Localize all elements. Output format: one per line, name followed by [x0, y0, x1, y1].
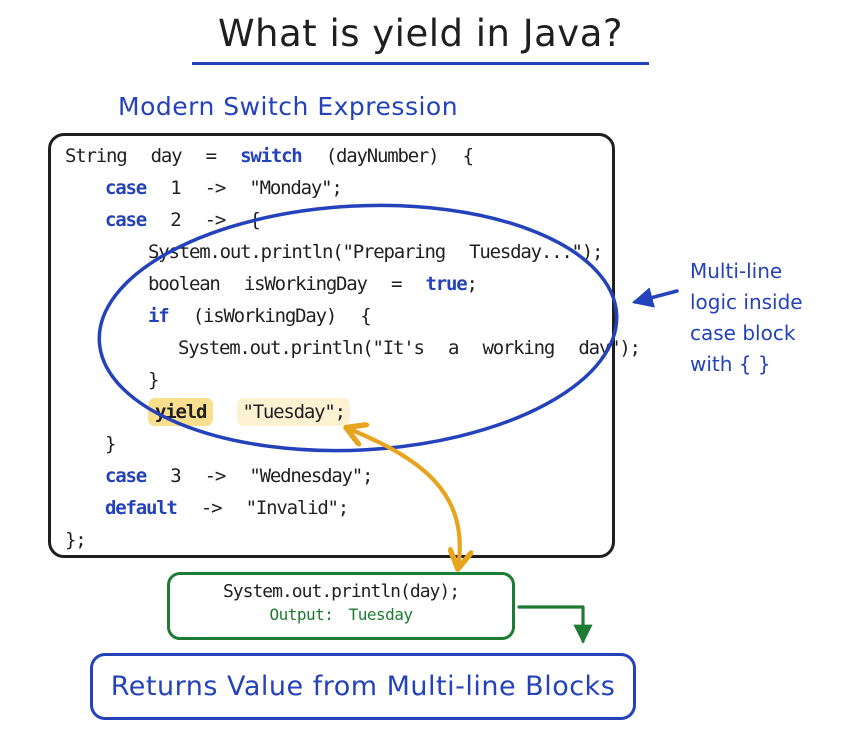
side-note-line: case block — [690, 321, 796, 345]
output-box: System.out.println(day); Output: Tuesday — [167, 572, 515, 640]
side-note-line: with { } — [690, 352, 771, 376]
code-token: switch — [240, 145, 303, 167]
code-line: yield "Tuesday"; — [65, 396, 640, 428]
code-token: case — [105, 209, 147, 231]
code-line: } — [65, 428, 640, 460]
side-note: Multi-line logic inside case block with … — [690, 256, 835, 380]
code-token: } — [148, 369, 159, 391]
code-token: System.out.println("Preparing Tuesday...… — [148, 241, 603, 263]
code-token: 2 -> { — [145, 209, 261, 231]
code-block: String day = switch (dayNumber) {case 1 … — [65, 140, 641, 556]
code-line: }; — [65, 524, 640, 556]
result-banner-label: Returns Value from Multi-line Blocks — [110, 671, 616, 702]
code-line: System.out.println("Preparing Tuesday...… — [65, 236, 640, 268]
code-token: boolean isWorkingDay = — [148, 273, 426, 295]
code-token: System.out.println("It's a working day")… — [178, 337, 641, 359]
section-label: Modern Switch Expression — [118, 92, 459, 121]
code-token: default — [105, 497, 178, 519]
output-flow-arrow-icon — [517, 605, 593, 644]
code-line: case 3 -> "Wednesday"; — [65, 460, 640, 492]
code-token: if — [148, 305, 170, 327]
code-token: case — [105, 465, 147, 487]
code-token: ; — [466, 273, 477, 295]
code-token: (isWorkingDay) { — [168, 305, 372, 327]
code-token: }; — [65, 529, 87, 551]
page-title-text: What is yield in Java? — [191, 12, 650, 65]
code-line: } — [65, 364, 640, 396]
code-token: String day = — [65, 145, 241, 167]
code-line: case 2 -> { — [65, 204, 640, 236]
output-code-line: System.out.println(day); — [222, 581, 460, 602]
side-note-arrow-icon — [631, 287, 679, 308]
code-token: case — [105, 177, 147, 199]
code-line: case 1 -> "Monday"; — [65, 172, 640, 204]
code-token: } — [105, 433, 116, 455]
code-token: true — [425, 273, 468, 295]
side-note-line: logic inside — [690, 290, 803, 314]
code-token: yield — [148, 398, 214, 426]
code-token — [213, 401, 237, 423]
code-token: 1 -> "Monday"; — [145, 177, 343, 199]
code-line: if (isWorkingDay) { — [65, 300, 640, 332]
code-token: "Tuesday"; — [237, 398, 350, 426]
side-note-line: Multi-line — [690, 259, 783, 283]
code-token: -> "Invalid"; — [176, 497, 349, 519]
output-result-line: Output: Tuesday — [269, 605, 414, 624]
code-line: String day = switch (dayNumber) { — [65, 140, 640, 172]
code-line: boolean isWorkingDay = true; — [65, 268, 640, 300]
code-token: (dayNumber) { — [301, 145, 474, 167]
code-line: System.out.println("It's a working day")… — [65, 332, 641, 364]
page-title: What is yield in Java? — [0, 12, 841, 65]
code-line: default -> "Invalid"; — [65, 492, 640, 524]
code-token: 3 -> "Wednesday"; — [145, 465, 373, 487]
result-banner: Returns Value from Multi-line Blocks — [90, 653, 636, 720]
